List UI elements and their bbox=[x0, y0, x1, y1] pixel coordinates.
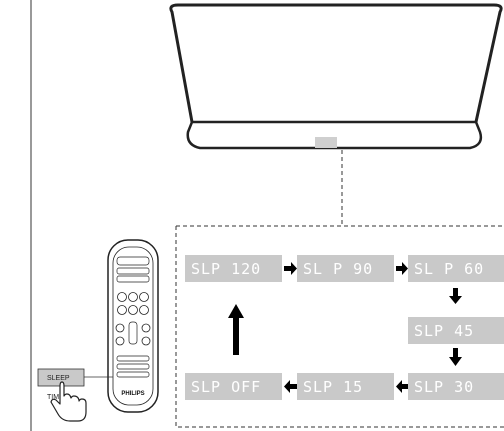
arrow-down-icon bbox=[449, 348, 462, 366]
display-panel-slpoff: SLP OFF bbox=[185, 373, 282, 400]
display-text-slp60: SL P 60 bbox=[414, 260, 484, 278]
display-panel-slp90: SL P 90 bbox=[297, 255, 394, 282]
arrow-left-icon bbox=[396, 380, 408, 393]
speaker-front-lip bbox=[186, 120, 483, 150]
display-sequence-frame bbox=[175, 225, 504, 428]
display-panel-slp30: SLP 30 bbox=[408, 373, 504, 400]
display-panel-slp120: SLP 120 bbox=[185, 255, 282, 282]
display-text-slpoff: SLP OFF bbox=[191, 378, 261, 396]
arrow-down-icon bbox=[449, 288, 462, 304]
sleep-button-label: SLEEP bbox=[47, 375, 70, 382]
speaker-top-face bbox=[169, 3, 503, 128]
display-panel-slp45: SLP 45 bbox=[408, 317, 504, 344]
arrow-right-icon bbox=[396, 262, 408, 275]
remote-control: PHILIPS bbox=[107, 239, 159, 413]
display-text-slp45: SLP 45 bbox=[414, 322, 474, 340]
arrow-up-icon bbox=[228, 304, 244, 355]
remote-brand-logo: PHILIPS bbox=[121, 391, 144, 397]
timer-button-label: TIM bbox=[47, 394, 59, 401]
arrow-left-icon bbox=[284, 380, 297, 393]
speaker-display-window bbox=[315, 137, 337, 148]
flow-arrows bbox=[228, 262, 462, 393]
display-panel-slp60: SL P 60 bbox=[408, 255, 504, 282]
pointing-hand-icon bbox=[50, 381, 87, 422]
display-text-slp15: SLP 15 bbox=[303, 378, 363, 396]
display-text-slp30: SLP 30 bbox=[414, 378, 474, 396]
arrow-right-icon bbox=[284, 262, 297, 275]
display-panel-slp15: SLP 15 bbox=[297, 373, 394, 400]
display-text-slp120: SLP 120 bbox=[191, 260, 261, 278]
speaker-device bbox=[169, 3, 503, 150]
display-text-slp90: SL P 90 bbox=[303, 260, 373, 278]
